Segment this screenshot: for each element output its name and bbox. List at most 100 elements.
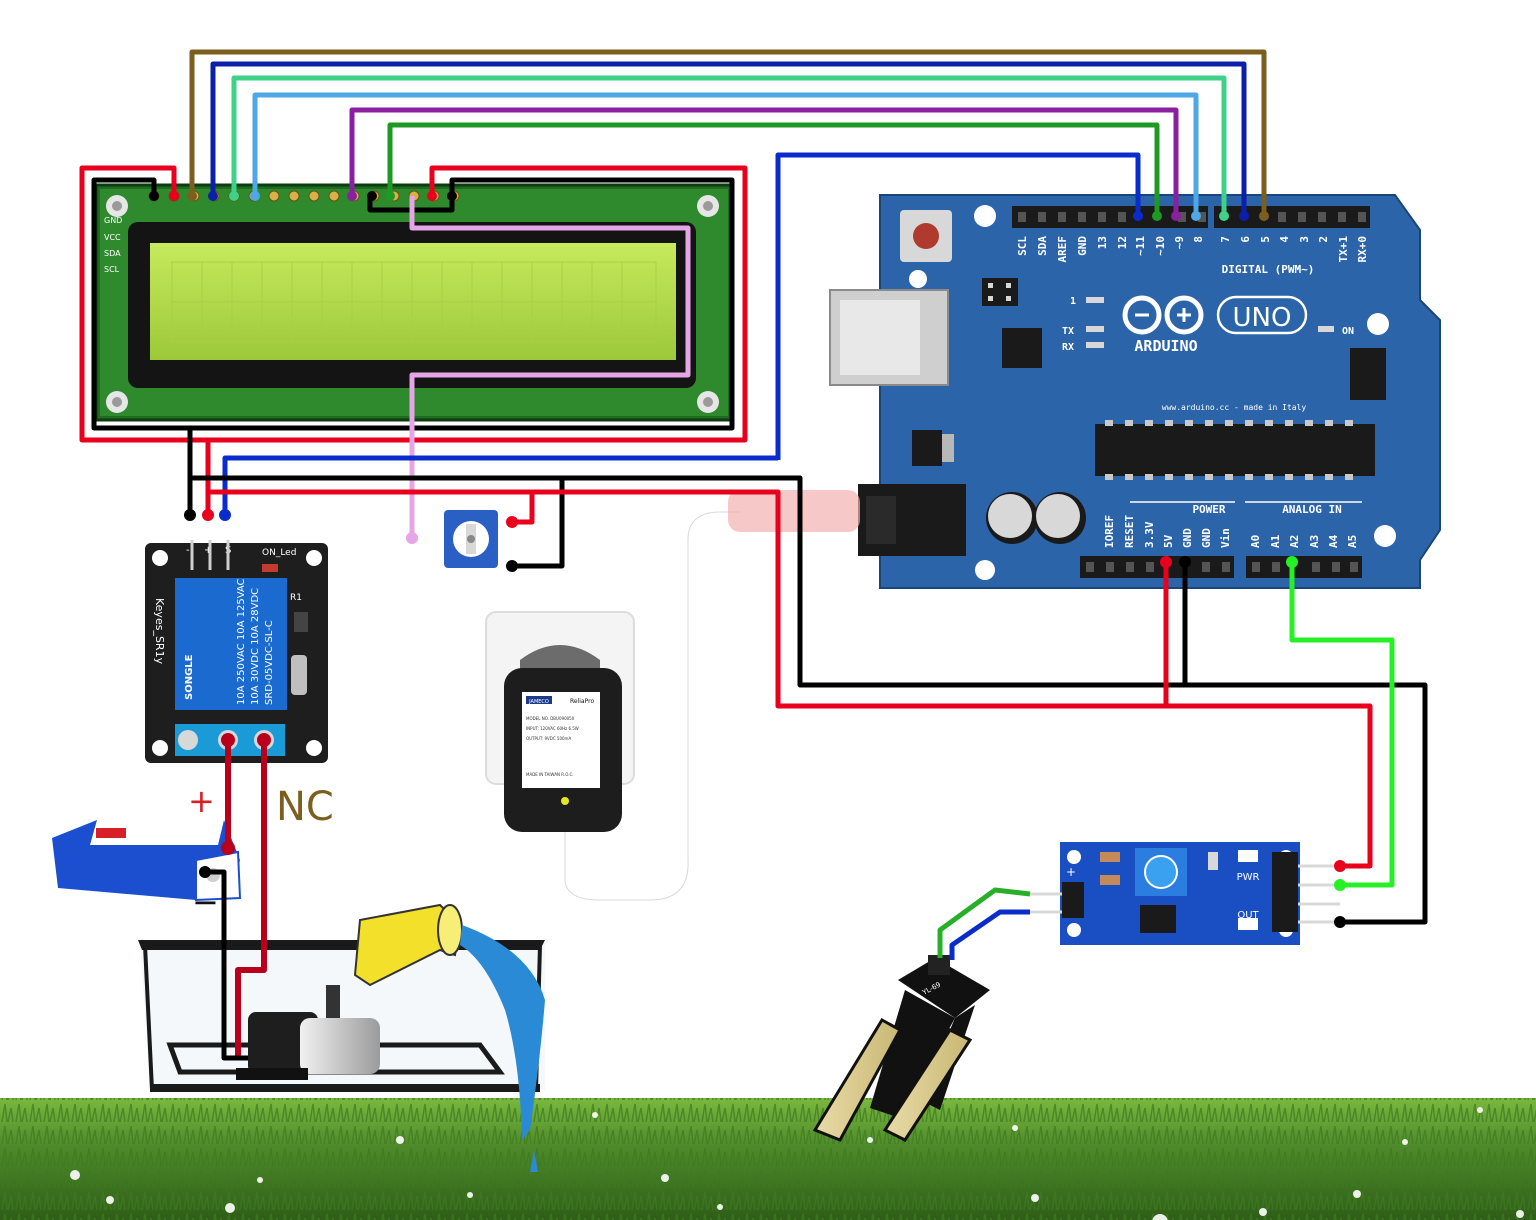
- lcd-pin-label: GND: [104, 216, 122, 225]
- digital-pin-label: 6: [1239, 236, 1252, 243]
- relay-brand: SONGLE: [184, 654, 195, 700]
- wiring: [79, 49, 1428, 1061]
- battery-plus-label: +: [188, 782, 215, 820]
- digital-pin-label: 8: [1192, 236, 1205, 243]
- wire-5v-bus: [208, 489, 1373, 869]
- adapter-sub-brand: ReliaPro: [570, 698, 594, 705]
- soil-probe: YL-69: [812, 955, 990, 1142]
- analog-pin-label: A1: [1269, 534, 1282, 548]
- soil-sensor-module: PWR OUT + −: [1030, 842, 1340, 945]
- arduino-uno-board: UNO ARDUINO www.arduino.cc - made in Ita…: [829, 194, 1441, 589]
- adapter-line: MADE IN TAIWAN R.O.C.: [526, 772, 574, 777]
- wire-d9: [349, 107, 1179, 216]
- arduino-brand: ARDUINO: [1134, 337, 1197, 355]
- digital-header-right: [1214, 206, 1370, 228]
- lcd-character-grid: [171, 261, 657, 343]
- lcd-pin-label: SDA: [104, 249, 121, 258]
- analog-pin-label: A4: [1327, 534, 1340, 548]
- wire-d7: [231, 75, 1227, 216]
- power-pin-label: 5V: [1162, 534, 1175, 548]
- digital-pin-label: SCL: [1016, 236, 1029, 256]
- power-pin-label: 3.3V: [1143, 521, 1156, 548]
- digital-pin-label: ~10: [1154, 236, 1167, 256]
- relay-nc-label: NC: [276, 784, 334, 830]
- relay-module-label: Keyes_SR1y: [153, 598, 166, 665]
- analog-header-label: ANALOG IN: [1282, 503, 1342, 516]
- contrast-potentiometer: [444, 510, 498, 568]
- analog-pin-label: A0: [1249, 535, 1262, 548]
- wire-d5: [189, 49, 1267, 216]
- adapter-line: INPUT: 120VAC 60Hz 6.5W: [526, 726, 579, 731]
- digital-pin-label: TX+1: [1337, 236, 1350, 263]
- digital-pin-label: 2: [1317, 236, 1330, 243]
- wire-d10: [387, 122, 1160, 216]
- wire-gnd-bus: [190, 475, 1428, 925]
- digital-pin-label: 7: [1219, 236, 1232, 243]
- sensor-pwr-label: PWR: [1237, 872, 1260, 883]
- digital-pin-label: AREF: [1056, 236, 1069, 263]
- adapter-line: OUTPUT: 9VDC 500mA: [526, 736, 571, 741]
- relay-r-label: R1: [290, 593, 302, 603]
- watering-nozzle: [353, 903, 463, 987]
- relay-module: SONGLE 10A 250VAC 10A 125VAC 10A 30VDC 1…: [145, 540, 328, 763]
- rx-label: RX: [1062, 342, 1074, 353]
- grass-ground: [0, 1098, 1536, 1220]
- icsp-label: 1: [1070, 296, 1076, 307]
- power-pin-label: IOREF: [1103, 515, 1116, 548]
- wire-d8: [252, 92, 1199, 216]
- relay-rating: 10A 30VDC 10A 28VDC: [250, 588, 261, 705]
- relay-rating: 10A 250VAC 10A 125VAC: [236, 578, 247, 705]
- relay-cube: [175, 578, 287, 710]
- atmega-chip: [1095, 424, 1375, 476]
- water-pump: [236, 985, 380, 1080]
- wire-d11-relay: [775, 152, 1141, 460]
- relay-on-led-label: ON_Led: [262, 548, 296, 558]
- relay-pin-label: +: [204, 545, 212, 556]
- digital-pin-label: SDA: [1036, 236, 1049, 256]
- analog-header: [1246, 556, 1362, 578]
- adapter-brand: JAMECO: [528, 699, 549, 705]
- wire-relay-nc: [235, 740, 267, 1060]
- analog-pin-label: A3: [1308, 535, 1321, 548]
- digital-pin-label: RX+0: [1356, 236, 1369, 263]
- barrel-plug: [728, 490, 860, 532]
- digital-pin-label: ~9: [1173, 236, 1186, 249]
- analog-pin-label: A5: [1346, 535, 1359, 548]
- digital-pin-label: ~11: [1134, 236, 1147, 256]
- digital-pin-label: 12: [1116, 236, 1129, 249]
- wall-adapter: JAMECO ReliaPro MODEL NO. DBU090050 INPU…: [485, 611, 635, 832]
- on-led-label: ON: [1342, 326, 1354, 337]
- relay-rating: SRD-05VDC-SL-C: [264, 620, 275, 705]
- arduino-model: UNO: [1233, 303, 1292, 333]
- wire-d6: [210, 61, 1247, 216]
- analog-pin-label: A2: [1288, 535, 1301, 548]
- tx-label: TX: [1062, 326, 1074, 337]
- battery-9v: [52, 820, 242, 902]
- wire-a2-signal: [1289, 562, 1395, 888]
- digital-pin-label: 4: [1278, 236, 1291, 243]
- digital-pin-label: 13: [1096, 236, 1109, 249]
- power-header-label: POWER: [1192, 503, 1225, 516]
- sensor-out-label: OUT: [1237, 910, 1259, 921]
- water-stream: [460, 925, 545, 1172]
- mount-hole-icon: [974, 205, 996, 227]
- power-pin-label: GND: [1200, 528, 1213, 548]
- lcd-pin-label: SCL: [104, 265, 120, 274]
- sensor-plus-label: +: [1066, 865, 1076, 879]
- wire-battery-neg: [205, 869, 248, 1061]
- power-header: [1080, 556, 1234, 578]
- arduino-site-text: www.arduino.cc - made in Italy: [1162, 403, 1307, 412]
- power-pin-label: RESET: [1123, 515, 1136, 548]
- digital-pin-label: 5: [1259, 236, 1272, 243]
- digital-header-label: DIGITAL (PWM~): [1222, 263, 1315, 276]
- lcd-pin-label: VCC: [104, 233, 121, 242]
- power-pin-label: Vin: [1219, 528, 1232, 548]
- digital-pin-label: GND: [1076, 236, 1089, 256]
- uno-badge: [1216, 295, 1308, 335]
- arduino-logo-icon: [1122, 295, 1204, 335]
- relay-pin-label: -: [186, 545, 190, 556]
- power-pin-label: GND: [1181, 528, 1194, 548]
- adapter-line: MODEL NO. DBU090050: [526, 716, 575, 721]
- wire-lcd-contrast: [409, 196, 691, 538]
